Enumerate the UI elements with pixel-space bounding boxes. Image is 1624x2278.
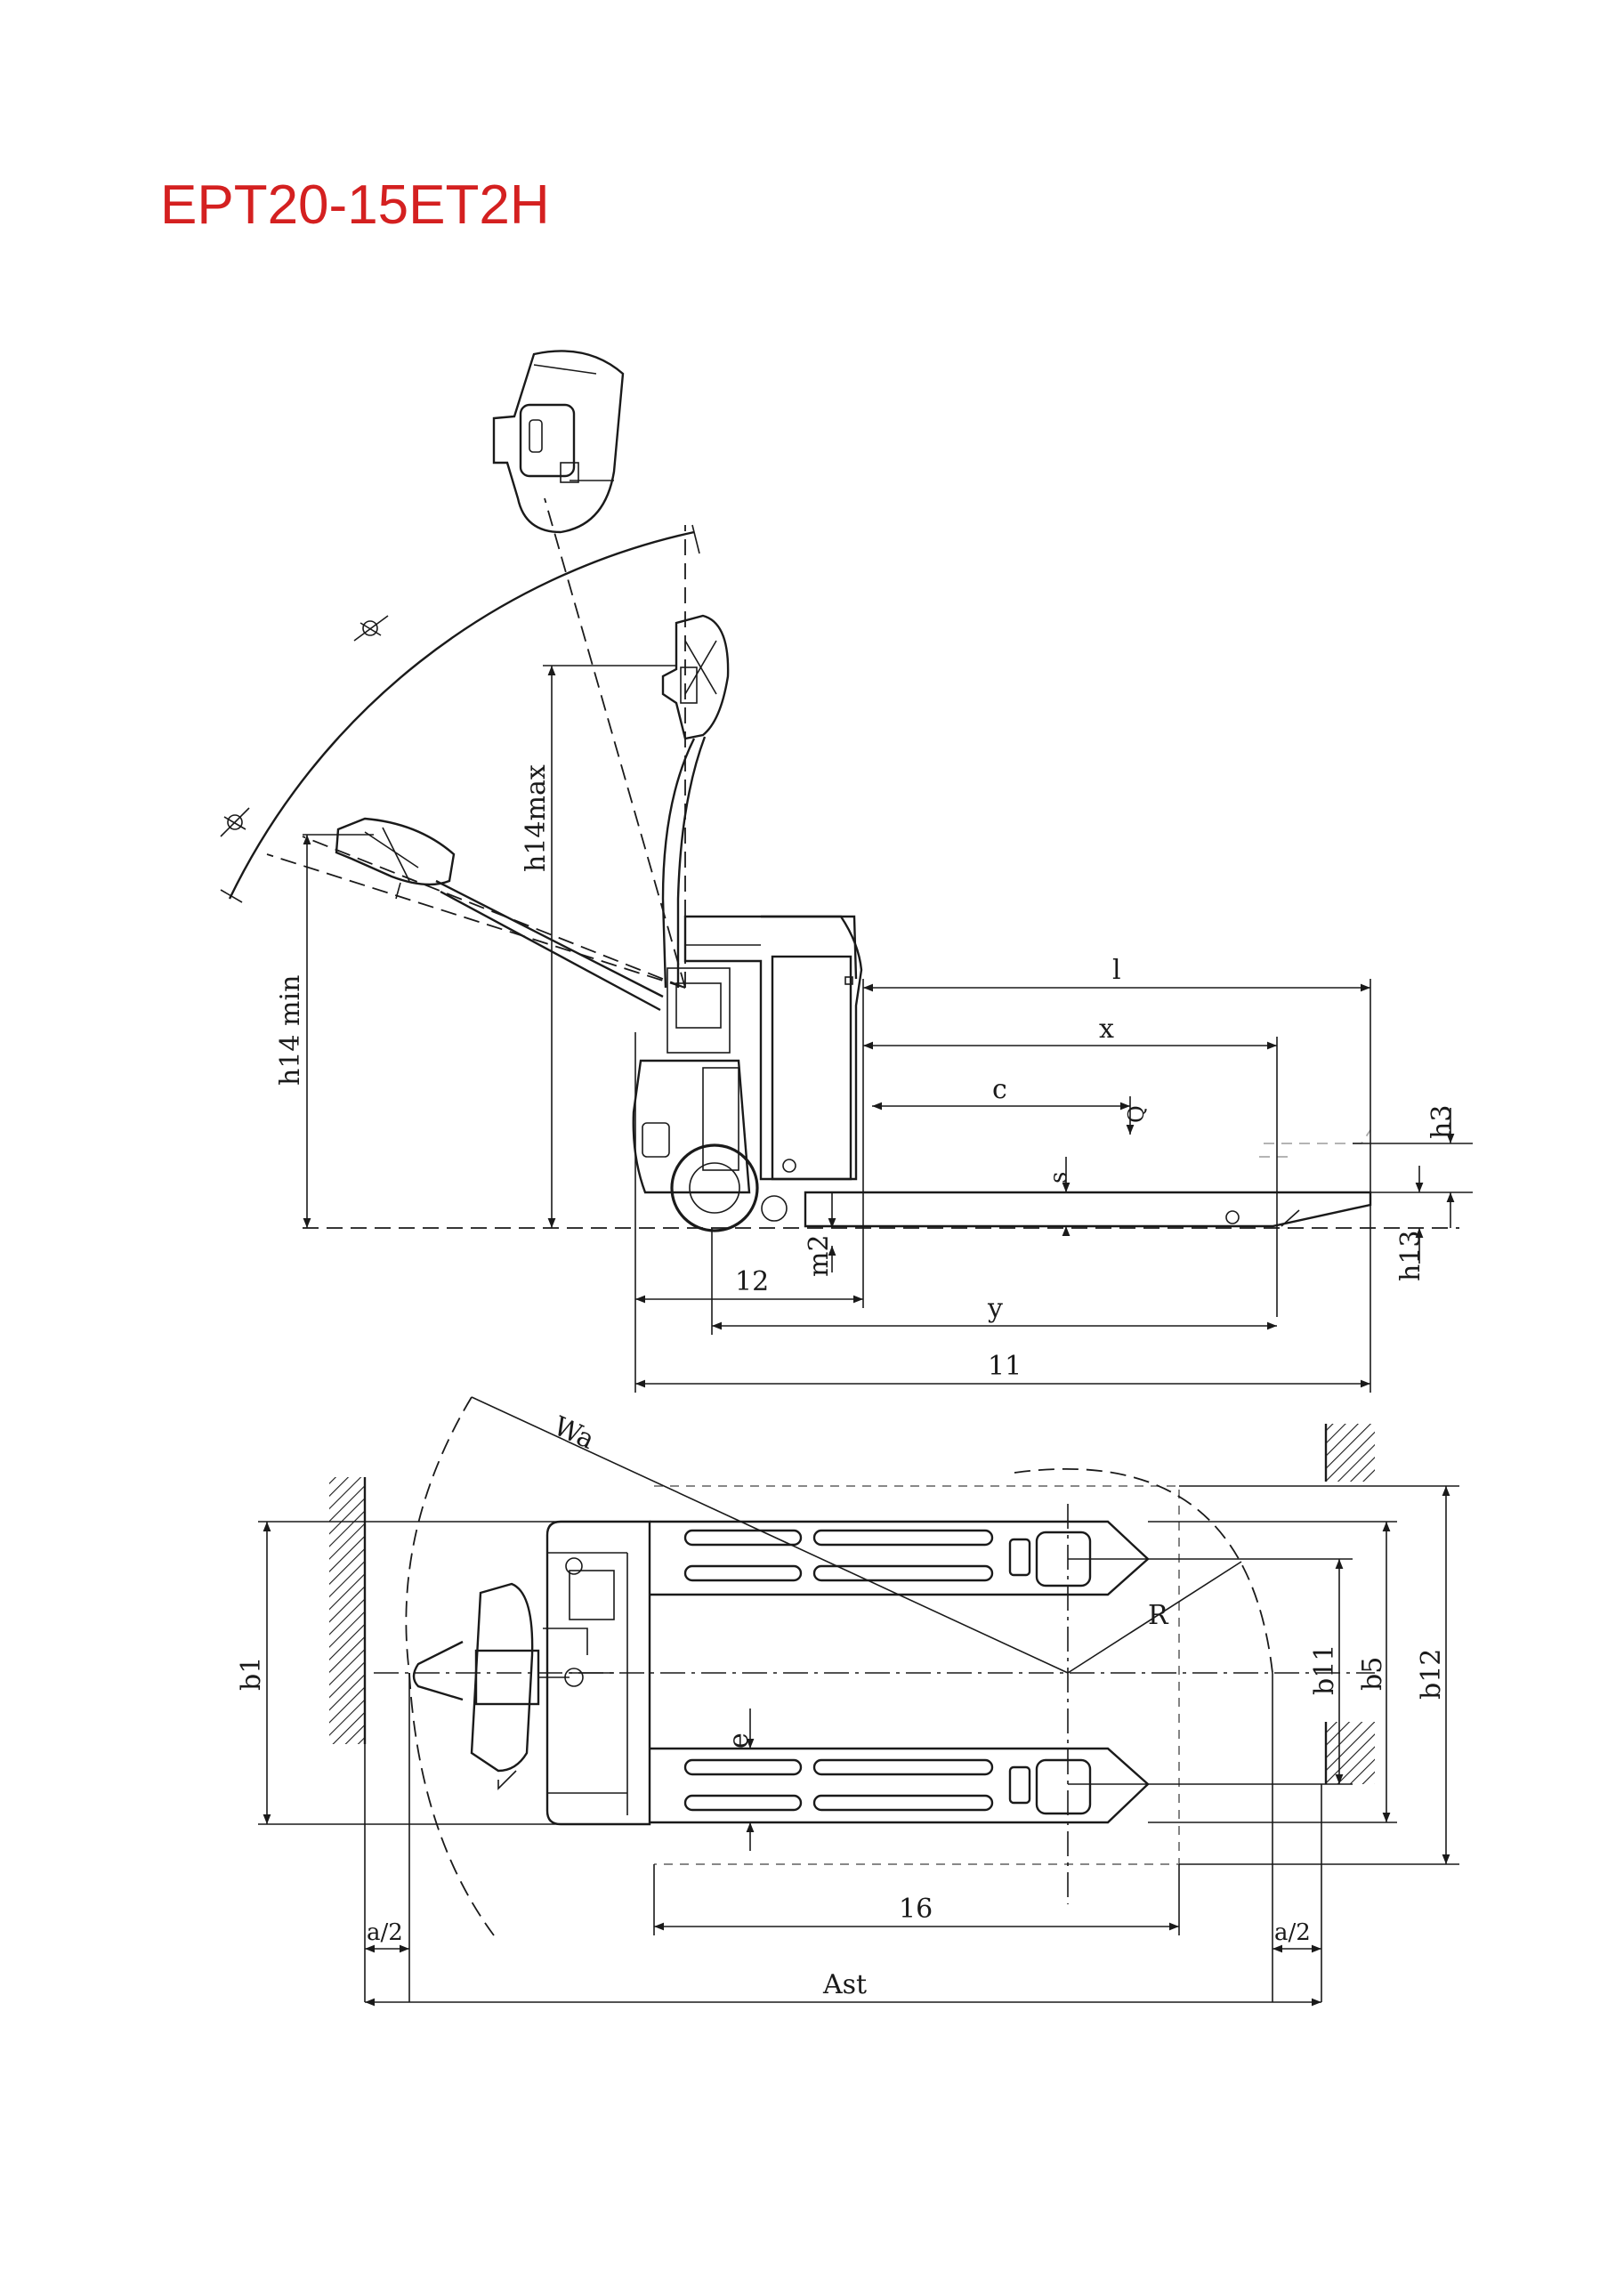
label-e: e [723,1733,755,1749]
tiller-line-top [544,497,686,989]
label-l2: 12 [735,1266,769,1297]
right-wall-bottom [1326,1722,1375,1784]
forks-top [650,1520,1150,1824]
label-h13: h13 [1395,1231,1426,1282]
tiller-head-upright [661,614,730,740]
label-l: l [1112,955,1121,986]
turning-arc-left [405,1396,495,1936]
zone-symbol-upper [353,615,389,642]
pallet-outline [654,1485,1180,1865]
label-s: s [1046,1172,1072,1183]
label-y: y [987,1293,1003,1324]
tiller-line-low-2 [266,853,686,989]
label-b1: b1 [236,1657,267,1691]
tiller-arm-upright-inner [676,736,707,988]
tiller-swing-arc [228,530,695,900]
label-x: x [1099,1014,1114,1045]
truck-body [632,915,863,1194]
label-R: R [1148,1600,1169,1631]
tiller-head-lowered [335,817,456,900]
label-b12: b12 [1416,1649,1447,1700]
label-h3: h3 [1426,1105,1458,1139]
label-m2: m2 [804,1234,835,1277]
drive-wheel [670,1143,759,1232]
label-c: c [992,1074,1007,1105]
label-b11: b11 [1309,1644,1340,1695]
dim-Wa-line [471,1396,1069,1674]
label-Q: Q [1124,1105,1149,1123]
tiller-arm-upright [661,738,696,989]
zone-symbol-lower [220,807,250,837]
page-title: EPT20-15ET2H [160,174,550,236]
tiller-arm-lowered [435,879,664,998]
fork-roller [1225,1210,1240,1224]
label-b5: b5 [1357,1657,1388,1691]
label-h14min: h14 min [275,975,306,1086]
label-a2-left: a/2 [367,1919,403,1946]
turning-arc-right [1014,1468,1273,1674]
label-l1: 11 [988,1351,1022,1382]
tiller-arm-lowered-2 [440,890,661,1012]
drive-wheel-hub [689,1162,740,1214]
tiller-line-low [302,836,686,989]
arc-tick-top [691,524,700,554]
tiller-head-top [492,350,625,534]
label-h14max: h14max [521,764,552,872]
dim-R-line [1067,1561,1242,1674]
right-wall-top [1326,1424,1375,1482]
left-wall [329,1477,365,1744]
fork-raised-ghost [1264,1129,1371,1144]
fork-tip-ghost [1281,1209,1300,1227]
label-a2-right: a/2 [1274,1919,1311,1946]
label-Wa: Wa [549,1410,599,1456]
stabilizer-wheel [761,1195,788,1222]
top-view: Wa R [236,1396,1459,2007]
label-l6: 16 [899,1894,933,1925]
side-view: h14max h14 min l x c Q s [220,350,1473,1393]
arc-tick-bottom [220,889,243,903]
fork [804,1191,1372,1228]
label-Ast: Ast [822,1969,867,2000]
